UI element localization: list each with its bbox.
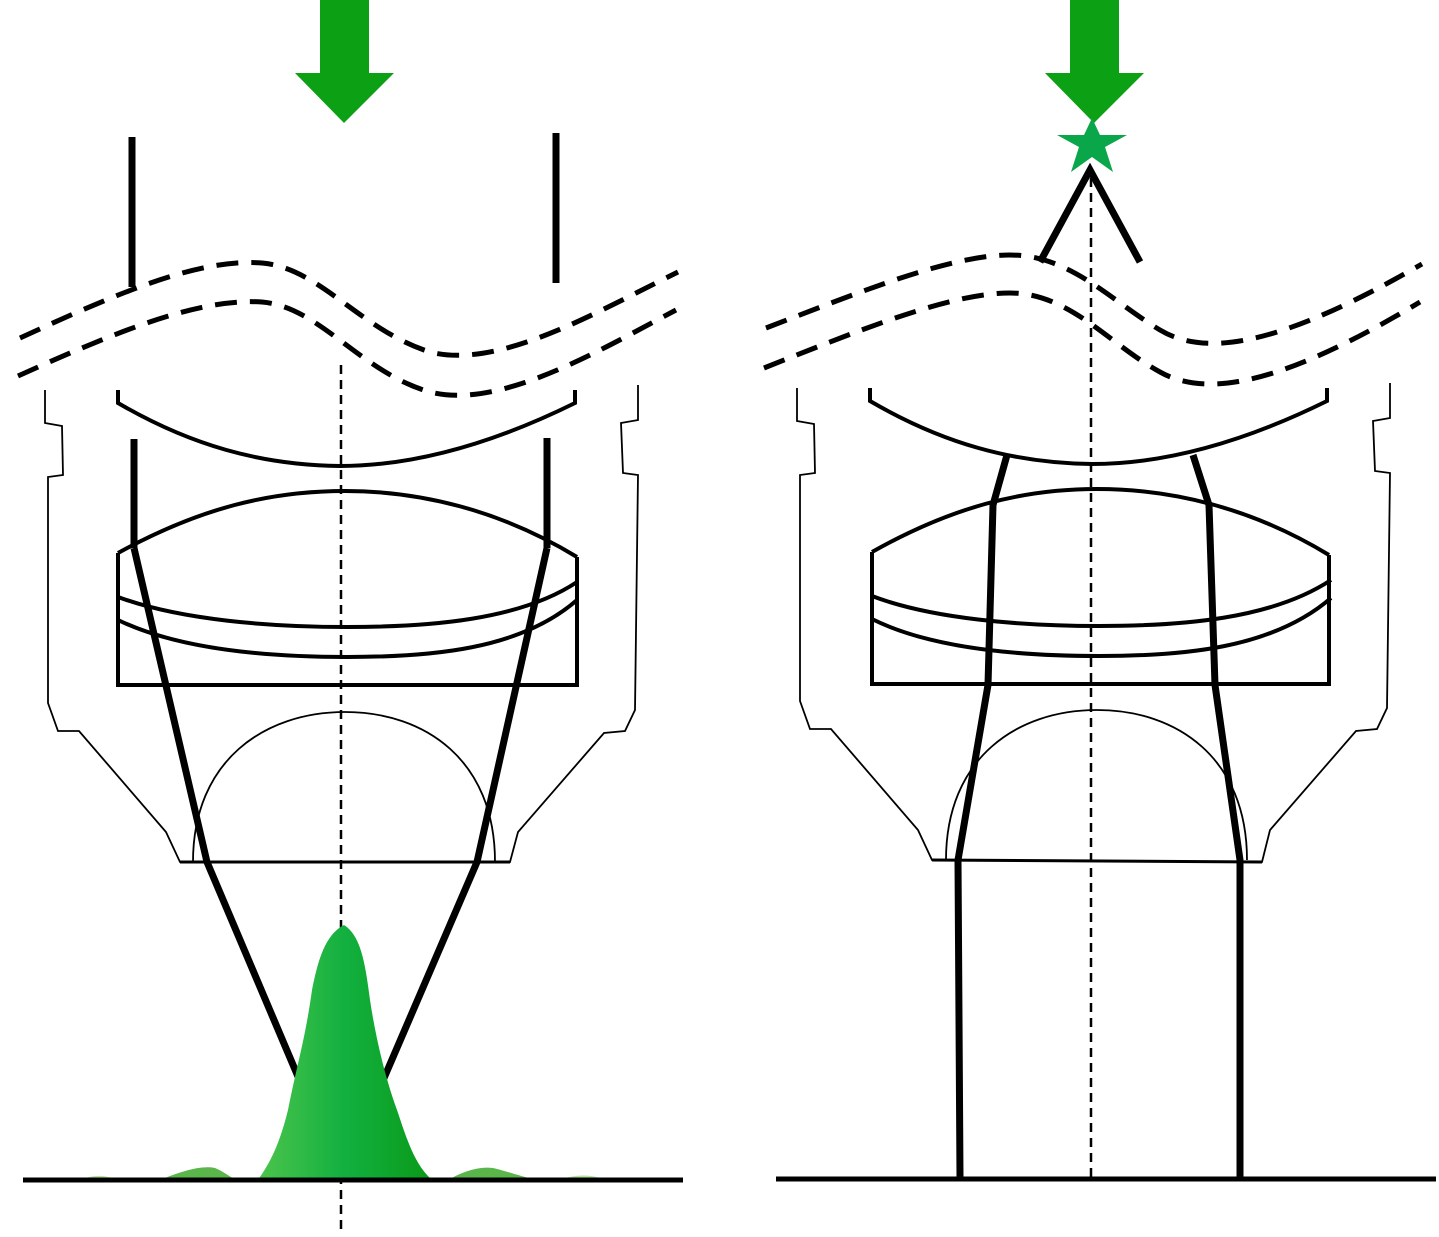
front-meniscus-lens [116, 390, 577, 469]
psf-peak [258, 925, 432, 1180]
ray-right [1189, 453, 1244, 1178]
hemispherical-lens [945, 709, 1248, 861]
lens-base [931, 858, 1263, 864]
sample-layer-top [18, 260, 680, 358]
psf-side-lobe-right-inner [448, 1167, 538, 1180]
left-panel [16, 0, 683, 1235]
ray-right [337, 547, 551, 1180]
star-icon [1057, 118, 1127, 172]
sample-layer-top [765, 252, 1424, 346]
source-rays [1036, 162, 1144, 264]
doublet-lens [116, 488, 579, 687]
objective-housing [796, 383, 1391, 863]
ray-left [954, 454, 1011, 1179]
down-arrow-icon [1045, 0, 1144, 123]
front-meniscus-lens [868, 388, 1329, 467]
down-arrow-icon [295, 0, 394, 123]
hemispherical-lens [192, 711, 496, 863]
psf-side-lobe-left-inner [160, 1167, 238, 1180]
doublet-lens [870, 486, 1333, 686]
right-panel [763, 0, 1436, 1182]
sample-layer-bottom [16, 299, 678, 398]
sample-layer-bottom [763, 290, 1422, 387]
